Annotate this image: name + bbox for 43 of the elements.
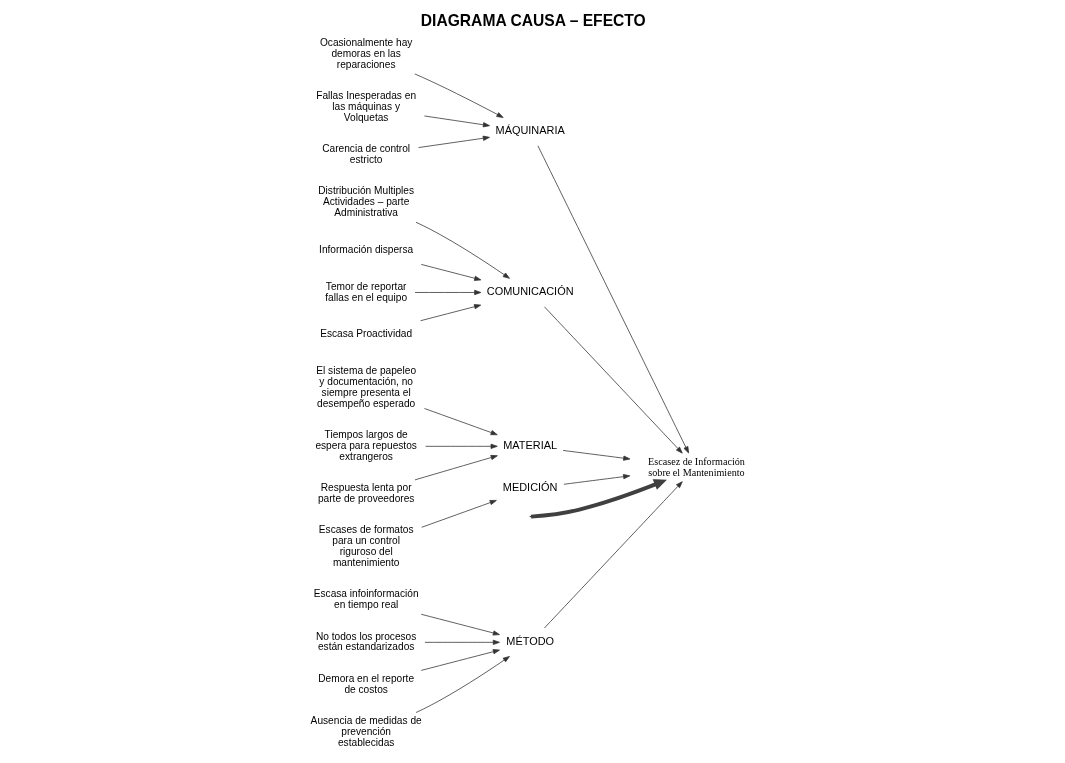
arrow (420, 304, 482, 322)
arrow (414, 289, 482, 296)
arrow (425, 443, 498, 449)
arrow (420, 613, 500, 636)
node-text: Tiempos largos de espera para repuestos extrangeros (315, 429, 417, 462)
arrow (420, 264, 482, 281)
arrow (424, 639, 500, 645)
node-text: Temor de reportar fallas en el equipo (325, 280, 408, 303)
node-text: MÉTODO (506, 635, 555, 648)
arrow (562, 450, 631, 461)
node-text: Escases de formatos para un control riguroso del mantenimiento (318, 524, 414, 569)
arrow (414, 455, 498, 481)
arrow (563, 474, 631, 485)
node-text: Demora en el reporte de costos (318, 672, 415, 695)
node-text: Ocasionalmente hay demoras en las reparaciones (319, 37, 413, 70)
arrow (421, 500, 497, 528)
diagram-title: DIAGRAMA CAUSA – EFECTO (420, 12, 646, 30)
node-text: Distribución Multiples Actividades – parte Administrativa (318, 185, 415, 219)
arrow (530, 479, 667, 519)
node-text: MATERIAL (503, 439, 558, 452)
arrow (544, 481, 683, 629)
node-text: Escasez de Información sobre el Mantenimiento (648, 455, 745, 478)
node-text: MÁQUINARIA (495, 124, 565, 137)
arrow (424, 115, 490, 128)
arrow (414, 73, 504, 118)
node-text: COMUNICACIÓN (486, 285, 574, 298)
arrow (418, 135, 490, 148)
node-text: Carencia de control estricto (322, 143, 411, 166)
node-text: Ausencia de medidas de prevención establecidas (310, 714, 422, 748)
node-text: No todos los procesos están estandarizados (315, 630, 417, 653)
node-text: Fallas Inesperadas en las máquinas y Volquetas (316, 90, 417, 123)
node-text: Información dispersa (319, 243, 414, 255)
arrow (424, 408, 498, 436)
node-text: El sistema de papeleo y documentación, no siempre presenta el desempeño esperado (316, 365, 417, 409)
node-text: Escasa infoinformación en tiempo real (313, 588, 419, 611)
node-text: Escasa Proactividad (320, 328, 413, 340)
arrow (537, 145, 690, 454)
node-text: MEDICIÓN (502, 481, 558, 494)
arrow (544, 306, 683, 454)
arrow (415, 221, 510, 279)
arrow (415, 656, 510, 713)
arrow (420, 649, 500, 671)
node-text: Respuesta lenta por parte de proveedores (317, 482, 415, 505)
